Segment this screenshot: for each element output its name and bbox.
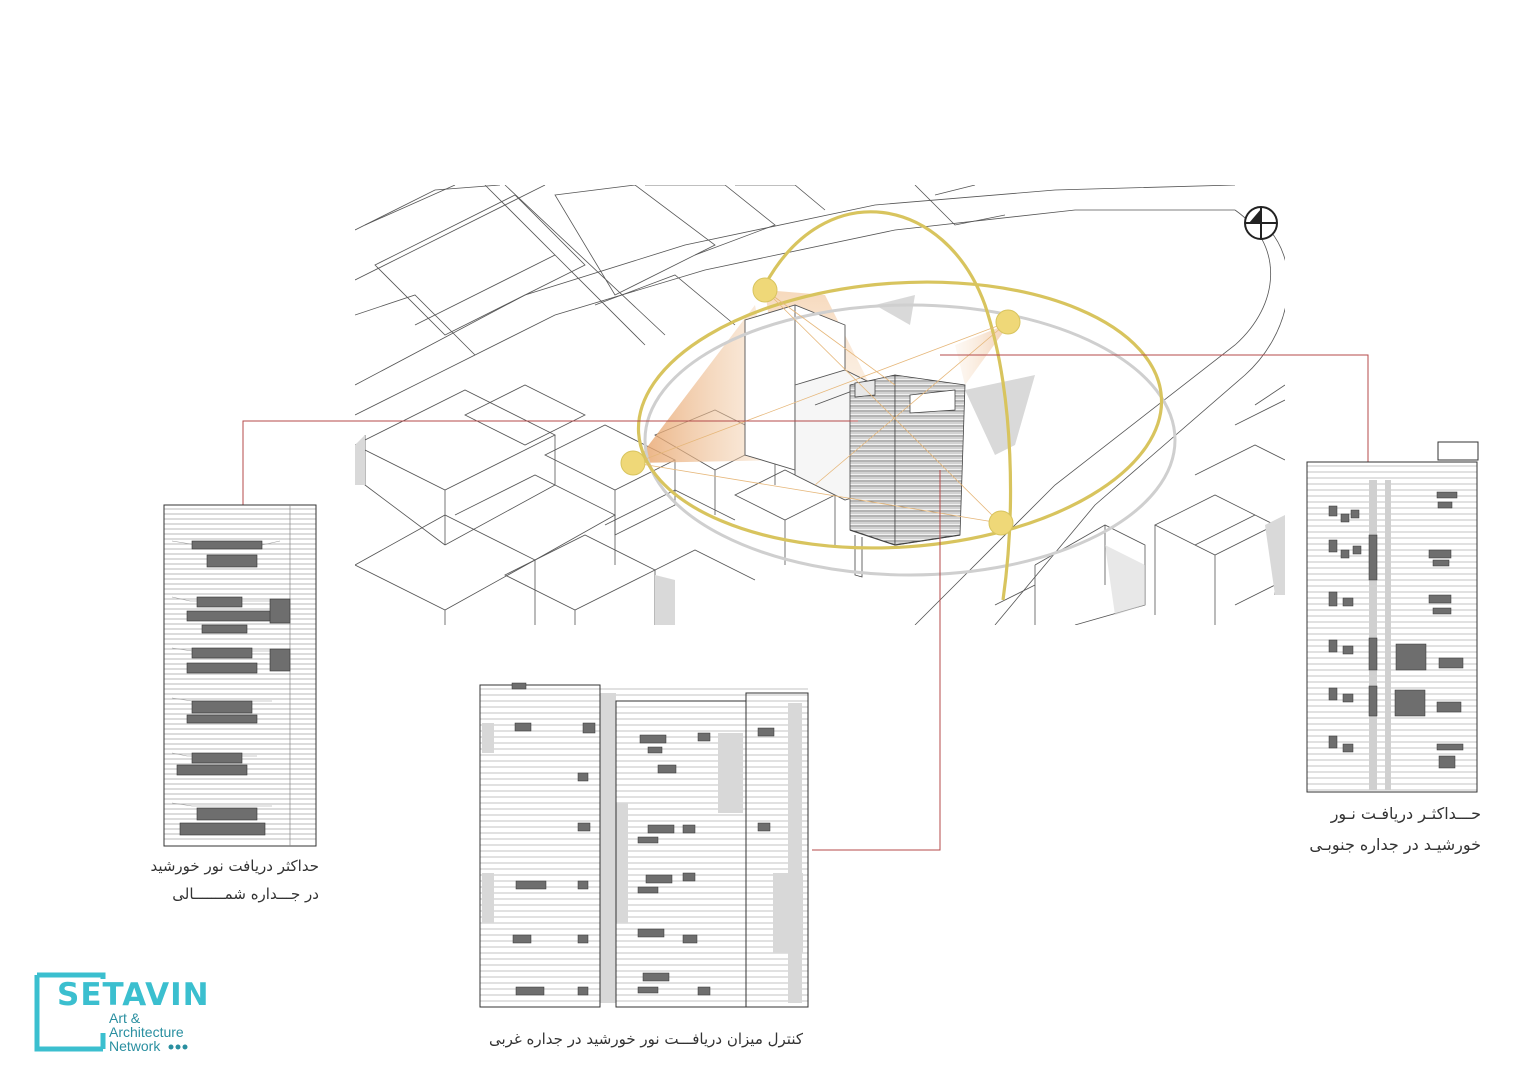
south-elevation xyxy=(1306,441,1479,793)
block-shadows xyxy=(355,295,1285,625)
north-elevation xyxy=(163,504,317,847)
logo-line2: Architecture xyxy=(109,1024,184,1040)
logo-dots xyxy=(168,1044,188,1050)
west-elevation xyxy=(479,682,809,1008)
logo-frame xyxy=(34,972,106,1052)
west-elevation-shadows xyxy=(482,693,803,1003)
north-arrow-icon xyxy=(1244,206,1278,240)
street-grid xyxy=(355,185,1285,625)
south-caption-line1: حـــداکثـر دریافـت نـور xyxy=(1330,804,1481,823)
logo-line3: Network xyxy=(109,1038,161,1054)
north-caption: حداکثر دریافت نور خورشید در جـــداره شمـ… xyxy=(150,852,319,908)
west-caption-line1: کنترل میزان دریافـــت نور خورشید در جدار… xyxy=(488,1030,803,1048)
sun-path xyxy=(634,210,1177,601)
west-elevation-windows xyxy=(511,682,775,996)
subject-building xyxy=(849,374,966,578)
setavin-logo: SETAVIN Art & Architecture Network xyxy=(33,971,209,1054)
south-elevation-windows xyxy=(1328,491,1464,769)
logo-word: SETAVIN xyxy=(57,977,210,1013)
west-elevation-lines xyxy=(480,688,808,1002)
logo-line1: Art & xyxy=(109,1010,141,1026)
south-caption: حـــداکثـر دریافـت نـور خورشیـد در جداره… xyxy=(1309,798,1481,860)
north-caption-line1: حداکثر دریافت نور خورشید xyxy=(150,857,319,875)
site-axonometric xyxy=(355,185,1285,625)
south-caption-line2: خورشیـد در جداره جنوبـی xyxy=(1309,835,1481,854)
west-caption: کنترل میزان دریافـــت نور خورشید در جدار… xyxy=(489,1025,803,1053)
north-elevation-windows xyxy=(171,540,291,836)
sun-markers xyxy=(620,277,1021,536)
south-elevation-columns xyxy=(1369,480,1391,790)
north-caption-line2: در جـــداره شمـــــــالی xyxy=(172,885,319,903)
